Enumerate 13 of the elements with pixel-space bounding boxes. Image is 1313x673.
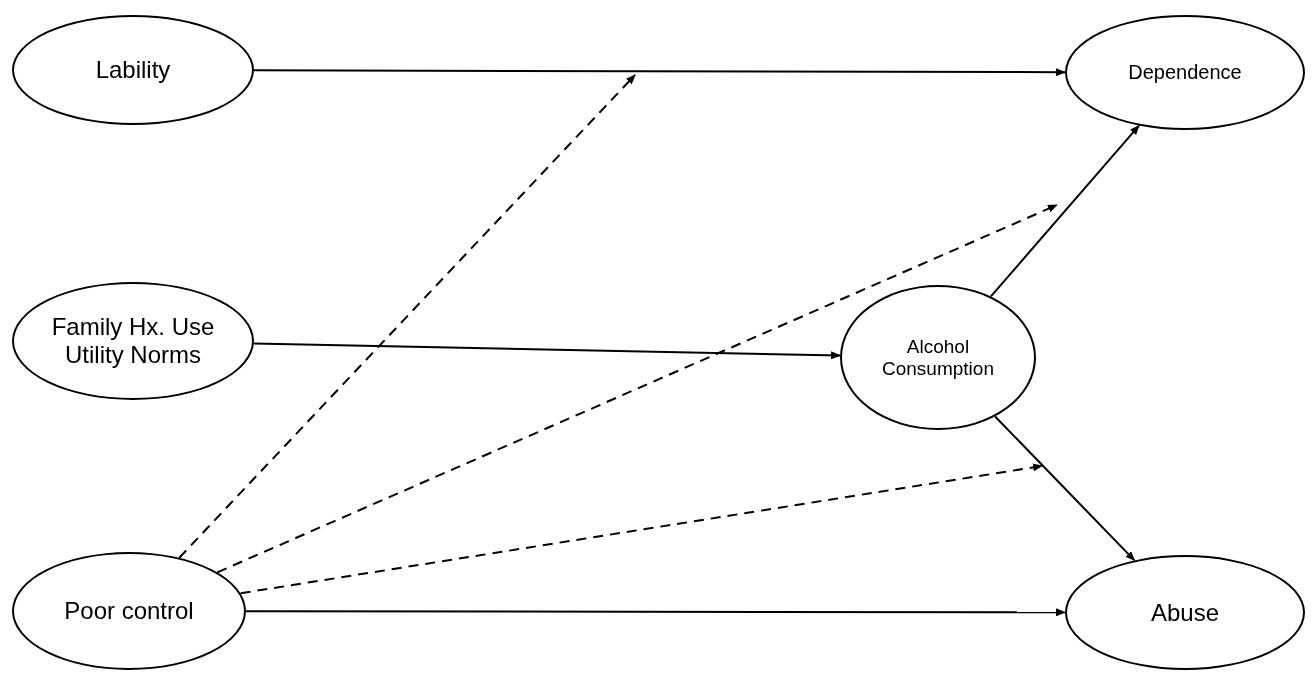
node-label: Lability — [95, 56, 171, 84]
arrow — [252, 342, 842, 360]
node-label: Abuse — [1150, 598, 1220, 627]
node-label: Alcohol Consumption — [881, 335, 995, 380]
dashed-arrow — [216, 204, 1058, 574]
node-label: Dependence — [1128, 61, 1242, 84]
arrow — [245, 608, 1066, 617]
arrow — [253, 68, 1066, 77]
node-label: Poor control — [64, 597, 194, 625]
arrow — [989, 124, 1140, 298]
node-label: Family Hx. Use Utility Norms — [50, 313, 216, 369]
arrow — [994, 415, 1136, 562]
dashed-arrow — [178, 74, 636, 559]
